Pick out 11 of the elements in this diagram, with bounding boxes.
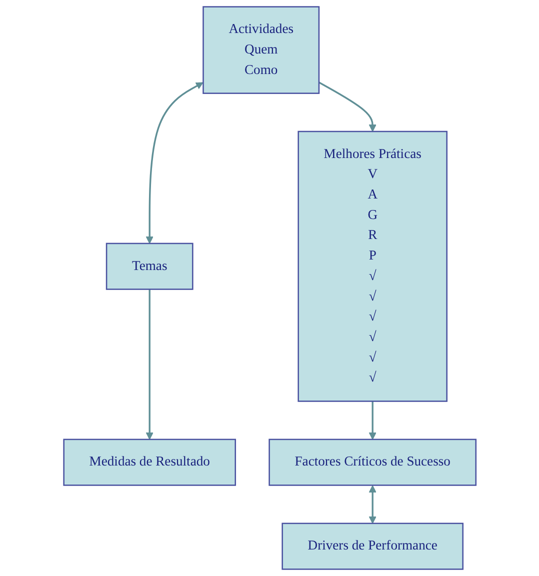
arrow <box>146 82 203 244</box>
node-box: Actividades Quem Como <box>202 6 320 94</box>
node-box: Melhores Práticas V A G R P √ √ √ √ √ √ <box>297 130 448 402</box>
node-box: Drivers de Performance <box>281 522 464 570</box>
node-box: Medidas de Resultado <box>62 438 236 486</box>
arrow <box>368 485 376 524</box>
arrow <box>318 82 376 132</box>
node-box: Temas <box>106 242 193 290</box>
node-box: Factores Críticos de Sucesso <box>268 438 476 486</box>
arrow <box>146 289 153 440</box>
arrow <box>368 401 376 440</box>
